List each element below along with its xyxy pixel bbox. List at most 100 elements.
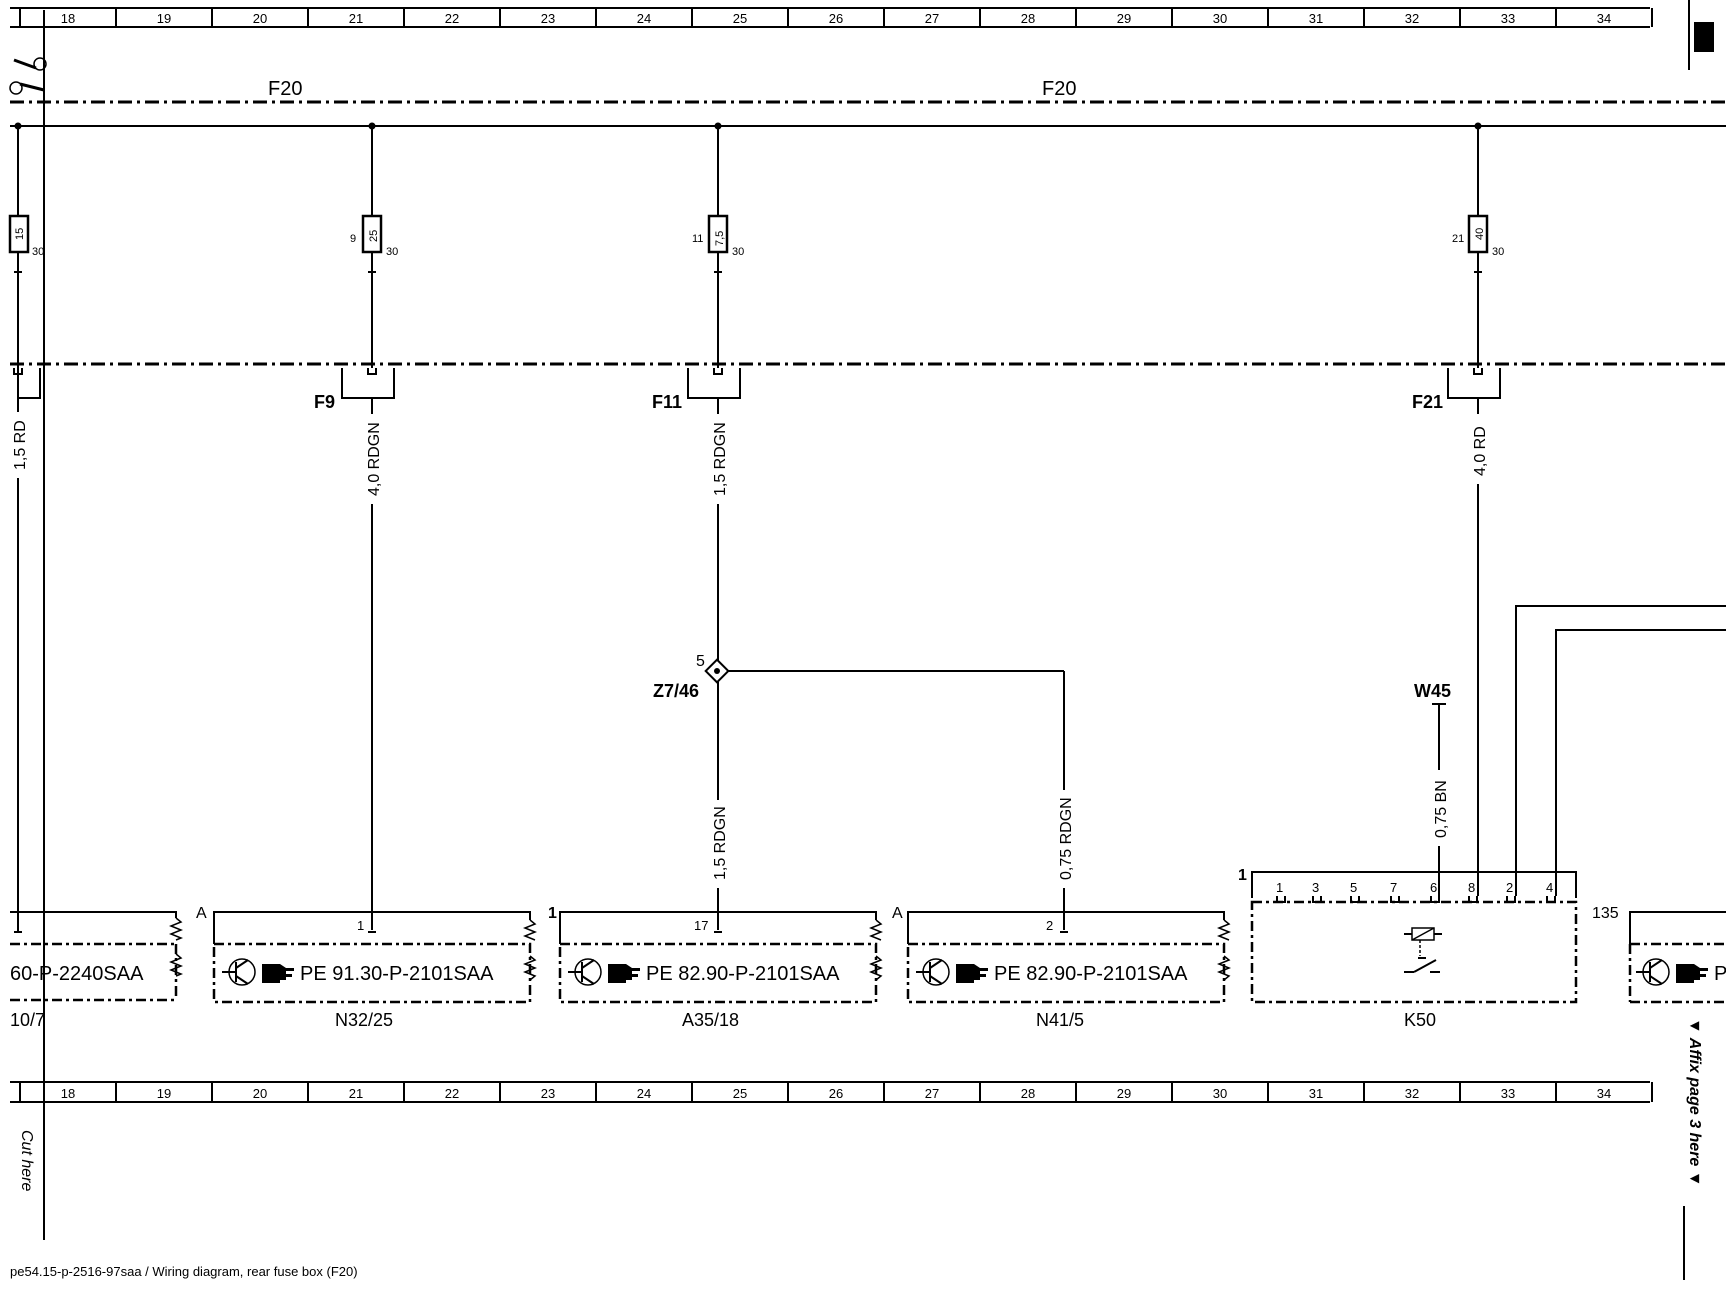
wire-label: 0,75 RDGN bbox=[1058, 797, 1075, 880]
wire-1-5-rdgn-upper: 1,5 RDGN bbox=[712, 398, 729, 672]
bottom-column-label: 30 bbox=[1213, 1086, 1227, 1101]
relay-pin-label: 7 bbox=[1390, 880, 1397, 895]
fuse-number: 21 bbox=[1452, 233, 1464, 245]
component-corner: A bbox=[196, 905, 207, 922]
component-ref: PE 91.30-P-2101SAA bbox=[300, 963, 494, 985]
relay-output-wires bbox=[1515, 605, 1726, 896]
top-column-label: 22 bbox=[445, 11, 459, 26]
wire-4-0-rdgn: 4,0 RDGN bbox=[366, 398, 383, 930]
affix-page-note: ▼ Affix page 3 here ▼ bbox=[1686, 1018, 1703, 1187]
relay-pin-terminal bbox=[1468, 896, 1478, 903]
component-10-7: 60-P-2240SAA 10/7 bbox=[10, 911, 184, 1030]
bottom-column-label: 20 bbox=[253, 1086, 267, 1101]
fuse-rating: 25 bbox=[368, 230, 380, 242]
fuse-output-label: F21 bbox=[1412, 392, 1443, 412]
fuse-box-label-left: F20 bbox=[268, 78, 302, 100]
component-corner: A bbox=[892, 905, 903, 922]
top-column-label: 24 bbox=[637, 11, 651, 26]
relay-coil-icon bbox=[1404, 927, 1442, 973]
junction-label: Z7/46 bbox=[653, 681, 699, 701]
top-column-label: 19 bbox=[157, 11, 171, 26]
bottom-column-label: 32 bbox=[1405, 1086, 1419, 1101]
fuse-rating: 7,5 bbox=[714, 231, 726, 246]
component-n41-5: A 2 PE 82.90-P-2101SAA N41/5 bbox=[892, 905, 1232, 1030]
relay-pin-terminal bbox=[1350, 896, 1360, 903]
fuse-number: 9 bbox=[350, 233, 356, 245]
fuse-9: 9 25 30 F9 bbox=[314, 122, 398, 412]
fuse-terminal: 30 bbox=[386, 246, 398, 258]
wire-label: 0,75 BN bbox=[1433, 780, 1450, 838]
top-column-label: 23 bbox=[541, 11, 555, 26]
top-column-label: 20 bbox=[253, 11, 267, 26]
component-pin: 17 bbox=[694, 918, 708, 933]
component-pin: 2 bbox=[1046, 918, 1053, 933]
bottom-column-label: 23 bbox=[541, 1086, 555, 1101]
component-ref: PE 82.90-P-2101SAA bbox=[994, 963, 1188, 985]
component-name: 10/7 bbox=[10, 1010, 45, 1030]
wire-label: 4,0 RDGN bbox=[366, 422, 383, 496]
component-name: A35/18 bbox=[682, 1010, 739, 1030]
relay-pin-label: 6 bbox=[1430, 880, 1437, 895]
top-column-label: 33 bbox=[1501, 11, 1515, 26]
bottom-column-label: 27 bbox=[925, 1086, 939, 1101]
bottom-column-label: 34 bbox=[1597, 1086, 1611, 1101]
wire-0-75-rdgn: 0,75 RDGN bbox=[1058, 797, 1075, 930]
fuse-21: 21 40 30 F21 bbox=[1412, 122, 1504, 412]
relay-pin-label: 5 bbox=[1350, 880, 1357, 895]
component-partial-right: 135 P bbox=[1592, 905, 1726, 1004]
top-column-label: 21 bbox=[349, 11, 363, 26]
relay-name: K50 bbox=[1404, 1010, 1436, 1030]
top-column-label: 30 bbox=[1213, 11, 1227, 26]
bottom-column-label: 19 bbox=[157, 1086, 171, 1101]
transistor-icon bbox=[568, 958, 602, 986]
component-ref: 60-P-2240SAA bbox=[10, 963, 144, 985]
fuse-11: 11 7,5 30 F11 bbox=[652, 122, 744, 412]
component-corner: 135 bbox=[1592, 905, 1619, 922]
bottom-column-label: 25 bbox=[733, 1086, 747, 1101]
fuse-0: 15 30 bbox=[8, 122, 44, 399]
top-column-label: 32 bbox=[1405, 11, 1419, 26]
top-column-label: 34 bbox=[1597, 11, 1611, 26]
fuse-rating: 40 bbox=[1474, 228, 1486, 240]
fuse-terminal: 30 bbox=[1492, 246, 1504, 258]
fuse-rating: 15 bbox=[14, 228, 26, 240]
bottom-column-label: 26 bbox=[829, 1086, 843, 1101]
relay-pin-label: 3 bbox=[1312, 880, 1319, 895]
top-column-label: 25 bbox=[733, 11, 747, 26]
junction-pin: 5 bbox=[696, 653, 705, 670]
top-column-label: 29 bbox=[1117, 11, 1131, 26]
pointing-hand-icon bbox=[262, 964, 294, 983]
component-a35-18: 1 17 PE 82.90-P-2101SAA A35/18 bbox=[548, 905, 884, 1030]
ground-label: W45 bbox=[1414, 681, 1451, 701]
fuse-output-label: F9 bbox=[314, 392, 335, 412]
relay-pin-label: 1 bbox=[1276, 880, 1283, 895]
scissors-icon bbox=[9, 57, 47, 95]
bottom-column-label: 24 bbox=[637, 1086, 651, 1101]
component-pin: 1 bbox=[357, 918, 364, 933]
footer-caption: pe54.15-p-2516-97saa / Wiring diagram, r… bbox=[10, 1264, 358, 1279]
relay-corner: 1 bbox=[1238, 867, 1247, 884]
wire-1-5-rd: 1,5 RD bbox=[12, 398, 29, 912]
top-column-label: 18 bbox=[61, 11, 75, 26]
bottom-column-label: 31 bbox=[1309, 1086, 1323, 1101]
pointing-hand-icon bbox=[1676, 964, 1708, 983]
component-name: N32/25 bbox=[335, 1010, 393, 1030]
fuse-terminal: 30 bbox=[732, 246, 744, 258]
top-column-label: 31 bbox=[1309, 11, 1323, 26]
bottom-column-label: 28 bbox=[1021, 1086, 1035, 1101]
pointing-hand-icon bbox=[956, 964, 988, 983]
component-ref: PE 82.90-P-2101SAA bbox=[646, 963, 840, 985]
relay-pin-label: 2 bbox=[1506, 880, 1513, 895]
component-n32-25: A 1 PE 91.30-P-2101SAA N32/25 bbox=[196, 905, 538, 1030]
fuse-terminal: 30 bbox=[32, 246, 44, 258]
relay-pin-label: 4 bbox=[1546, 880, 1553, 895]
component-ref: P bbox=[1714, 963, 1726, 985]
bottom-column-label: 22 bbox=[445, 1086, 459, 1101]
bottom-column-label: 21 bbox=[349, 1086, 363, 1101]
wire-label: 1,5 RDGN bbox=[712, 806, 729, 880]
bottom-column-label: 29 bbox=[1117, 1086, 1131, 1101]
transistor-icon bbox=[916, 958, 950, 986]
